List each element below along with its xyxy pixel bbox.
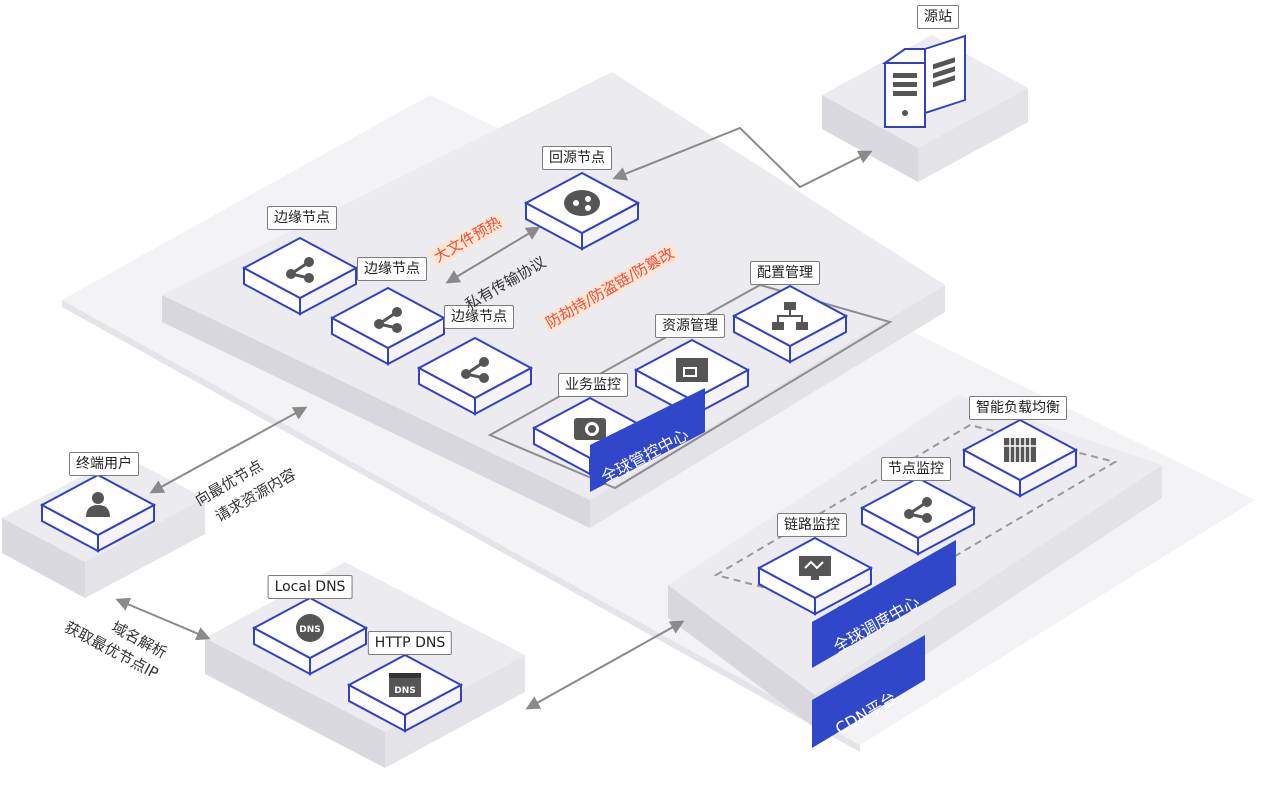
resource-mgmt-label: 资源管理: [655, 314, 725, 338]
link-monitor-label: 链路监控: [777, 513, 847, 537]
arrow-user-to-edge: [149, 406, 308, 494]
badges: [590, 388, 956, 748]
dns-globe-icon: DNS: [296, 614, 324, 642]
user-icon: [86, 492, 110, 517]
node-monitor-tile: [859, 476, 977, 556]
cdn-platform-badge: [812, 635, 925, 748]
global-dispatch-badge: [812, 540, 956, 668]
arrow-private-protocol: [445, 226, 541, 284]
dns-window-icon: DNS: [389, 673, 421, 697]
folder-icon: [676, 358, 708, 382]
edge-node-label-1: 边缘节点: [267, 206, 337, 230]
business-monitor-label: 业务监控: [558, 373, 628, 397]
smart-lb-tile: [961, 418, 1079, 498]
origin-node-tile: [523, 171, 641, 251]
config-mgmt-tile: [731, 284, 849, 364]
svg-text:DNS: DNS: [299, 625, 321, 635]
edge-node-label-3: 边缘节点: [444, 305, 514, 329]
edge-node-2-tile: [329, 286, 447, 366]
share-icon: [904, 497, 932, 523]
edge-node-1-tile: [241, 236, 359, 316]
edge-node-label-2: 边缘节点: [357, 257, 427, 281]
dns-platform: [205, 562, 525, 768]
origin-node-label: 回源节点: [542, 146, 612, 170]
monitor-icon: [799, 556, 831, 580]
end-user-tile: [39, 473, 157, 553]
share-icon: [374, 307, 402, 333]
local-dns-label: Local DNS: [267, 575, 353, 599]
sitemap-icon: [772, 302, 808, 330]
edge-node-3-tile: [416, 336, 534, 416]
load-balancer-icon: [1004, 438, 1036, 462]
node-monitor-label: 节点监控: [881, 457, 951, 481]
arrow-origin-node-to-origin-station: [612, 126, 873, 189]
global-control-badge: [590, 388, 705, 492]
smart-lb-label: 智能负载均衡: [969, 396, 1067, 420]
config-mgmt-label: 配置管理: [750, 261, 820, 285]
camera-icon: [574, 418, 606, 440]
end-user-label: 终端用户: [69, 452, 139, 476]
server-icon: [881, 34, 966, 128]
cloud-share-icon: [564, 190, 600, 216]
origin-station-label: 源站: [917, 5, 959, 29]
arrow-user-to-dns: [115, 597, 211, 641]
http-dns-tile: DNS: [346, 653, 464, 733]
link-monitor-tile: [756, 536, 874, 616]
local-dns-tile: DNS: [251, 596, 369, 676]
http-dns-label: HTTP DNS: [367, 631, 453, 655]
share-icon: [286, 257, 314, 283]
svg-text:DNS: DNS: [394, 686, 416, 696]
arrow-dns-to-dispatch: [525, 620, 685, 710]
share-icon: [461, 357, 489, 383]
